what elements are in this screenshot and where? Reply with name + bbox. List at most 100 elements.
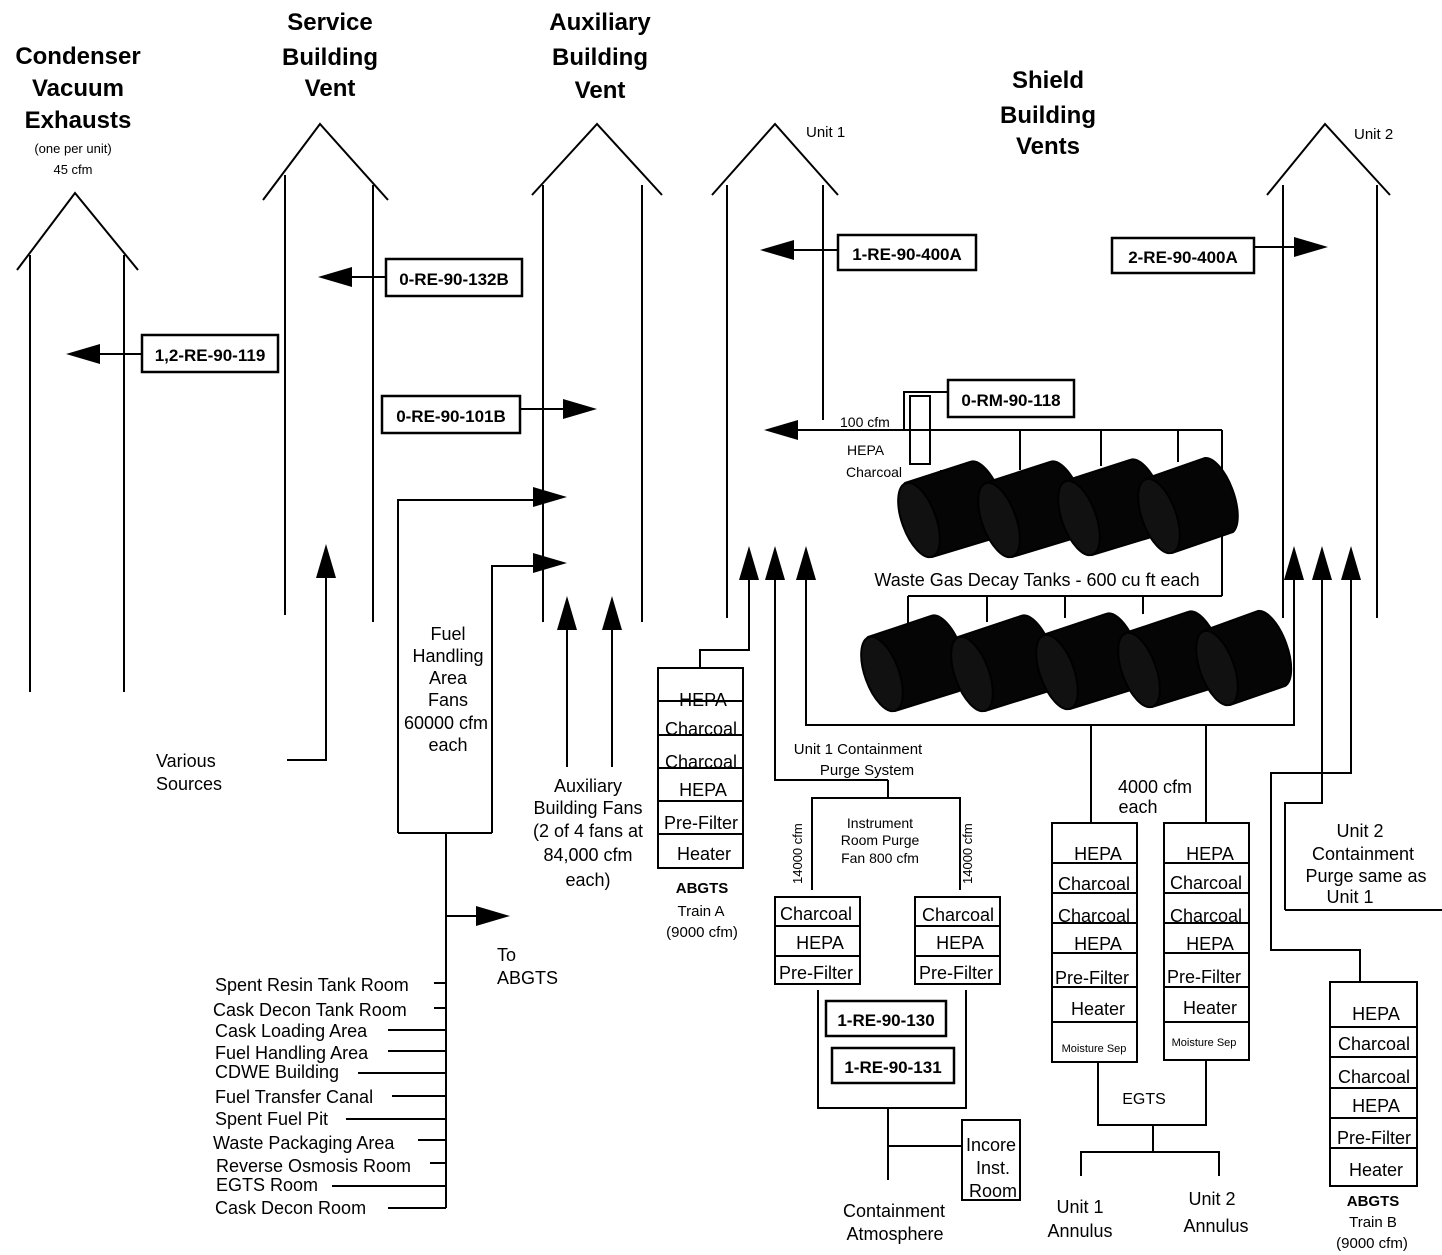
condenser-note: (one per unit) bbox=[34, 141, 111, 156]
filter-label: HEPA bbox=[796, 933, 844, 953]
filter-cell bbox=[1329, 1056, 1418, 1089]
heading-condenser-vacuum-exhausts: Condenser Vacuum Exhausts (one per unit)… bbox=[15, 43, 140, 177]
filter-cell bbox=[1163, 986, 1250, 1023]
filter-label: Moisture Sep bbox=[1062, 1043, 1127, 1055]
heading-line: Condenser bbox=[15, 43, 140, 70]
filter-cell bbox=[657, 734, 744, 769]
source-item: Cask Loading Area bbox=[215, 1021, 368, 1041]
unit1-label: Unit 1 bbox=[806, 124, 845, 141]
filter-cell bbox=[657, 667, 744, 702]
fuel-handling-sources-list: Spent Resin Tank Room Cask Decon Tank Ro… bbox=[213, 975, 411, 1218]
filter-cell bbox=[1329, 1117, 1418, 1149]
filter-label: Charcoal bbox=[1058, 906, 1130, 926]
auxiliary-building-fans: Auxiliary Building Fans (2 of 4 fans at … bbox=[533, 596, 643, 890]
filter-label: Pre-Filter bbox=[1055, 968, 1129, 988]
aux-fans-label: 84,000 cfm bbox=[543, 845, 632, 865]
source-item: Spent Fuel Pit bbox=[215, 1109, 328, 1129]
filter-cell bbox=[914, 955, 1001, 985]
filter-cell bbox=[1329, 1026, 1418, 1058]
unit2-purge-label: Unit 2 bbox=[1336, 821, 1383, 841]
egts-system: 4000 cfm each HEPA Charcoal Charcoal HEP… bbox=[1047, 725, 1250, 1241]
filter-label: Pre-Filter bbox=[1337, 1128, 1411, 1148]
filter-cell bbox=[1051, 986, 1138, 1023]
filter-label: HEPA bbox=[1352, 1096, 1400, 1116]
stack-shield-unit2 bbox=[1266, 122, 1391, 618]
stack-condenser bbox=[16, 191, 139, 692]
monitor-1-2-re-90-119: 1,2-RE-90-119 bbox=[66, 333, 280, 374]
waste-gas-hepa: HEPA bbox=[847, 442, 885, 458]
filter-label: Charcoal bbox=[1058, 874, 1130, 894]
waste-gas-flow: 100 cfm bbox=[840, 414, 890, 430]
source-item: Fuel Handling Area bbox=[215, 1043, 369, 1063]
heading-line: Building bbox=[1000, 102, 1096, 129]
filter-cell bbox=[1051, 922, 1138, 954]
annulus-label: Unit 1 bbox=[1056, 1197, 1103, 1217]
fuel-fans-label: Area bbox=[429, 668, 468, 688]
instrument-fan-label: Room Purge bbox=[841, 832, 920, 848]
filter-label: Moisture Sep bbox=[1172, 1037, 1237, 1049]
heading-auxiliary-building-vent: Auxiliary Building Vent bbox=[549, 9, 651, 104]
unit2-purge-label: Purge same as bbox=[1305, 866, 1426, 886]
waste-gas-system: 0-RM-90-118 100 cfm HEPA Charcoal Waste … bbox=[764, 378, 1293, 713]
decay-tank bbox=[950, 614, 1058, 713]
decay-tank bbox=[1035, 612, 1143, 711]
egts-label: EGTS bbox=[1122, 1091, 1166, 1108]
filter-label: Heater bbox=[1183, 998, 1237, 1018]
heading-line: Service bbox=[287, 9, 372, 36]
fuel-fans-label: Fuel bbox=[430, 624, 465, 644]
filter-label: HEPA bbox=[679, 780, 727, 800]
filter-label: HEPA bbox=[936, 933, 984, 953]
monitor-label: 1,2-RE-90-119 bbox=[155, 346, 266, 365]
monitor-label: 0-RE-90-132B bbox=[399, 270, 509, 289]
purge-label: Purge System bbox=[820, 762, 914, 779]
fuel-fans-label: each bbox=[428, 735, 467, 755]
abgts-b-caption: (9000 cfm) bbox=[1336, 1235, 1408, 1252]
containment-label: Atmosphere bbox=[846, 1224, 943, 1244]
unit2-purge-label: Containment bbox=[1312, 844, 1414, 864]
purge-label: Unit 1 Containment bbox=[794, 741, 923, 758]
filter-label: Charcoal bbox=[665, 752, 737, 772]
filter-label: Charcoal bbox=[922, 905, 994, 925]
monitor-2-re-90-400a: 2-RE-90-400A bbox=[1110, 236, 1328, 275]
heading-line: Vent bbox=[305, 75, 356, 102]
filter-label: Pre-Filter bbox=[664, 813, 738, 833]
abgts-train-b: HEPA Charcoal Charcoal HEPA Pre-Filter H… bbox=[1270, 546, 1418, 1252]
filter-label: Charcoal bbox=[1170, 873, 1242, 893]
abgts-train-a: HEPA Charcoal Charcoal HEPA Pre-Filter H… bbox=[657, 546, 759, 941]
filter-label: Pre-Filter bbox=[1167, 967, 1241, 987]
incore-label: Incore bbox=[966, 1135, 1016, 1155]
stack-auxiliary bbox=[531, 122, 663, 622]
annulus-label: Annulus bbox=[1183, 1216, 1248, 1236]
heading-line: Building bbox=[282, 44, 378, 71]
egts-flow: each bbox=[1118, 797, 1157, 817]
stack-service bbox=[262, 122, 389, 622]
decay-tank bbox=[1195, 609, 1293, 707]
aux-fans-label: Auxiliary bbox=[554, 776, 622, 796]
abgts-a-title: ABGTS bbox=[676, 880, 729, 897]
filter-label: HEPA bbox=[1186, 844, 1234, 864]
decay-tank bbox=[897, 460, 1007, 559]
filter-label: Heater bbox=[1071, 999, 1125, 1019]
filter-cell bbox=[657, 833, 744, 869]
filter-label: Pre-Filter bbox=[919, 963, 993, 983]
filter-cell bbox=[1051, 1021, 1138, 1063]
various-sources-label: Sources bbox=[156, 774, 222, 794]
stack-shield-unit1 bbox=[711, 122, 839, 618]
filter-label: Charcoal bbox=[1338, 1034, 1410, 1054]
filter-cell bbox=[657, 700, 744, 736]
filter-label: Charcoal bbox=[780, 904, 852, 924]
source-item: Waste Packaging Area bbox=[213, 1133, 395, 1153]
instrument-fan-label: Instrument bbox=[847, 815, 913, 831]
fuel-handling-fans: Fuel Handling Area Fans 60000 cfm each T… bbox=[332, 487, 567, 1209]
monitor-label: 1-RE-90-130 bbox=[837, 1011, 934, 1030]
incore-room-box bbox=[961, 1119, 1021, 1201]
source-item: Spent Resin Tank Room bbox=[215, 975, 409, 995]
instrument-fan-label: Fan 800 cfm bbox=[841, 850, 919, 866]
source-item: Reverse Osmosis Room bbox=[216, 1156, 411, 1176]
abgts-b-title: ABGTS bbox=[1347, 1193, 1400, 1210]
aux-fans-label: Building Fans bbox=[533, 798, 642, 818]
filter-label: Charcoal bbox=[1338, 1067, 1410, 1087]
decay-tank bbox=[860, 614, 968, 713]
source-item: Cask Decon Tank Room bbox=[213, 1000, 407, 1020]
